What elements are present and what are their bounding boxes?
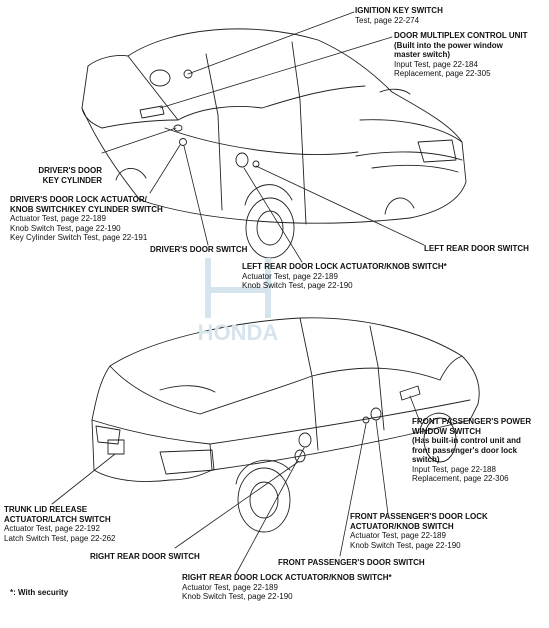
footnote: *: With security	[10, 588, 69, 597]
label-left-rear-door-switch: LEFT REAR DOOR SWITCH	[424, 244, 529, 253]
label-right-rear-door-lock-actuator: RIGHT REAR DOOR LOCK ACTUATOR/KNOB SWITC…	[182, 573, 392, 601]
leader-lines	[51, 11, 425, 575]
honda-watermark: HONDA	[198, 258, 279, 345]
label-right-rear-door-switch: RIGHT REAR DOOR SWITCH	[90, 552, 200, 561]
label-front-passenger-door-switch: FRONT PASSENGER'S DOOR SWITCH	[278, 558, 425, 567]
svg-text:HONDA: HONDA	[198, 320, 279, 345]
label-drivers-door-lock-actuator: DRIVER'S DOOR LOCK ACTUATOR/ KNOB SWITCH…	[10, 195, 163, 242]
label-drivers-door-switch: DRIVER'S DOOR SWITCH	[150, 245, 248, 254]
label-trunk-lid-release: TRUNK LID RELEASE ACTUATOR/LATCH SWITCH …	[4, 505, 116, 543]
label-front-passenger-door-lock-actuator: FRONT PASSENGER'S DOOR LOCK ACTUATOR/KNO…	[350, 512, 488, 550]
label-front-passenger-power-window-switch: FRONT PASSENGER'S POWER WINDOW SWITCH (H…	[412, 417, 532, 483]
top-car	[81, 28, 467, 259]
bottom-car	[91, 317, 480, 533]
label-ignition-key-switch: IGNITION KEY SWITCH Test, page 22-274	[355, 6, 443, 25]
label-left-rear-door-lock-actuator: LEFT REAR DOOR LOCK ACTUATOR/KNOB SWITCH…	[242, 262, 447, 290]
label-drivers-door-key-cylinder: DRIVER'S DOOR KEY CYLINDER	[38, 166, 102, 185]
label-door-multiplex-control-unit: DOOR MULTIPLEX CONTROL UNIT (Built into …	[394, 31, 528, 78]
